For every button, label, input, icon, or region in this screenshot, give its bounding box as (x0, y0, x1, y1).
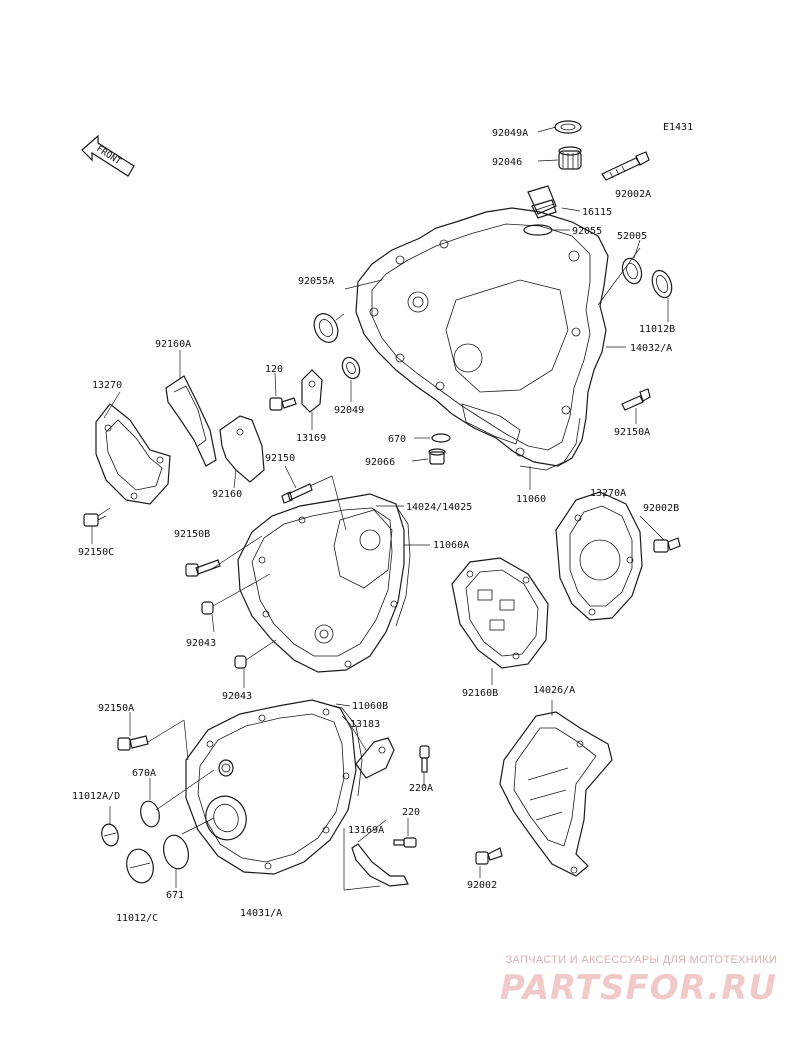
label-92049: 92049 (334, 405, 364, 416)
diagram-code: E1431 (663, 122, 693, 133)
label-14026a: 14026/A (533, 685, 575, 696)
label-92002: 92002 (467, 880, 497, 891)
part-92055a (313, 313, 339, 343)
label-92150b: 92150B (174, 529, 210, 540)
dowel-92043-1 (201, 601, 214, 615)
label-670a: 670A (132, 768, 156, 779)
label-92150: 92150 (265, 453, 295, 464)
plug-92066 (428, 448, 446, 465)
label-11012ad: 11012A/D (72, 791, 120, 802)
part-11012b (651, 269, 673, 299)
label-11060: 11060 (516, 494, 546, 505)
gasket-11060 (519, 417, 581, 471)
label-92160a: 92160A (155, 339, 191, 350)
oring-671 (163, 834, 189, 870)
oring-92055 (523, 224, 553, 236)
label-14031a: 14031/A (240, 908, 282, 919)
watermark: ЗАПЧАСТИ И АКСЕССУАРЫ ДЛЯ МОТОТЕХНИКИ PA… (500, 954, 777, 1008)
cover-14031a (185, 699, 357, 875)
part-92049a (554, 120, 582, 134)
label-11060b: 11060B (352, 701, 388, 712)
guard-13270 (95, 403, 171, 505)
label-92046: 92046 (492, 157, 522, 168)
cover-14024-14025 (237, 493, 405, 673)
part-92049 (341, 356, 361, 380)
label-11060a: 11060A (433, 540, 469, 551)
guard-13270a (555, 491, 643, 621)
bolt-92002b (653, 537, 681, 553)
label-92055a: 92055A (298, 276, 334, 287)
part-92046 (558, 146, 582, 170)
label-220: 220 (402, 807, 420, 818)
oring-670a (140, 800, 160, 828)
label-13270: 13270 (92, 380, 122, 391)
bolt-92150c (83, 513, 107, 527)
label-11012b: 11012B (639, 324, 675, 335)
bolt-92002 (475, 847, 503, 865)
oring-670 (431, 433, 451, 443)
label-92150a-left: 92150A (98, 703, 134, 714)
label-120: 120 (265, 364, 283, 375)
label-13183: 13183 (350, 719, 380, 730)
cap-11012ad (101, 823, 119, 847)
label-92043-1: 92043 (186, 638, 216, 649)
bolt-92150a-right (621, 388, 651, 411)
label-92049a: 92049A (492, 128, 528, 139)
label-670: 670 (388, 434, 406, 445)
gasket-11060b (317, 701, 363, 797)
label-92150c: 92150C (78, 547, 114, 558)
label-16115: 16115 (582, 207, 612, 218)
label-220a: 220A (409, 783, 433, 794)
watermark-logo: PARTSFOR.RU (500, 968, 777, 1008)
part-16115 (527, 185, 557, 219)
cover-14032a (355, 207, 609, 467)
dowel-92043-2 (234, 655, 247, 669)
watermark-tagline: ЗАПЧАСТИ И АКСЕССУАРЫ ДЛЯ МОТОТЕХНИКИ (506, 954, 777, 966)
label-92055: 92055 (572, 226, 602, 237)
bolt-92150a-left (117, 735, 149, 751)
bolt-92150b (185, 559, 221, 577)
label-92002a: 92002A (615, 189, 651, 200)
label-52005: 52005 (617, 231, 647, 242)
leader-lines (91, 126, 669, 891)
label-92160b: 92160B (462, 688, 498, 699)
bracket-13183 (355, 737, 395, 779)
bolt-92002a (601, 151, 650, 181)
bolt-220 (393, 837, 417, 848)
bolt-92150 (281, 483, 313, 504)
label-92002b: 92002B (643, 503, 679, 514)
front-arrow-icon: FRONT (81, 134, 135, 177)
label-671: 671 (166, 890, 184, 901)
label-14024-14025: 14024/14025 (406, 502, 472, 513)
label-13270a: 13270A (590, 488, 626, 499)
part-labels: 92049A 92046 92002A 16115 92055 52005 92… (72, 128, 679, 924)
label-14032a: 14032/A (630, 343, 672, 354)
cover-14026a (499, 711, 613, 877)
label-92160: 92160 (212, 489, 242, 500)
clip-13169a (351, 843, 409, 887)
label-13169: 13169 (296, 433, 326, 444)
label-92150a-right: 92150A (614, 427, 650, 438)
bracket-13169 (301, 369, 323, 413)
label-11012c: 11012/C (116, 913, 158, 924)
label-13169a: 13169A (348, 825, 384, 836)
cap-11012c (126, 848, 154, 884)
part-52005 (621, 257, 643, 285)
bolt-220a (419, 745, 430, 773)
guide-92160b (451, 557, 549, 669)
label-92066: 92066 (365, 457, 395, 468)
guide-92160a (165, 375, 217, 467)
bolt-120 (269, 397, 297, 411)
guide-92160 (219, 415, 265, 483)
gasket-11060a (395, 505, 411, 627)
label-92043-2: 92043 (222, 691, 252, 702)
